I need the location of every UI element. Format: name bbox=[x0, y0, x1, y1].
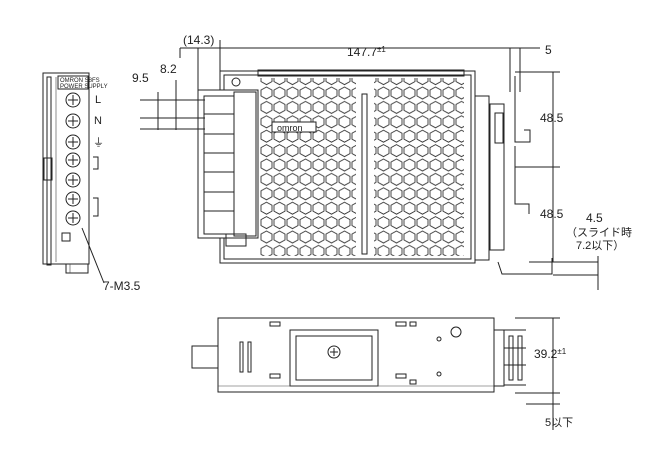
dim-slide-note-1: （スライド時 bbox=[566, 226, 632, 239]
dim-height-upper: 48.5 bbox=[540, 111, 564, 125]
terminal-screw-icon bbox=[65, 134, 81, 150]
dim-bottom-clearance: 5以下 bbox=[545, 417, 573, 429]
front-view: (14.3) 147.7±1 5 omron 9.5 8.2 bbox=[132, 33, 632, 290]
top-view: 39.2±1 5以下 bbox=[191, 317, 573, 430]
overall-length-tol: ±1 bbox=[377, 45, 386, 54]
terminal-screw-icon bbox=[65, 191, 81, 207]
terminal-screw-icon bbox=[65, 152, 81, 168]
terminal-screw-icon bbox=[65, 172, 81, 188]
vent-grille-right bbox=[374, 78, 464, 256]
side-view: OMRON S8FS POWER SUPPLY L N ⏚ 7-M3.5 bbox=[42, 72, 141, 293]
side-header-line1: OMRON S8FS bbox=[60, 78, 100, 84]
dim-top-ref: (14.3) bbox=[183, 33, 214, 47]
bottom-height-value: 39.2 bbox=[534, 347, 558, 361]
dim-bottom-height: 39.2±1 bbox=[534, 347, 567, 361]
terminal-screw-icon bbox=[65, 210, 81, 226]
bottom-height-tol: ±1 bbox=[557, 347, 566, 356]
terminal-label-ground: ⏚ bbox=[93, 136, 104, 149]
dim-pitch-a: 9.5 bbox=[132, 71, 149, 85]
dim-height-lower: 48.5 bbox=[540, 207, 564, 221]
dim-slide-note-2: 7.2以下） bbox=[576, 239, 624, 252]
terminal-label-l: L bbox=[95, 94, 101, 106]
terminal-screw-icon bbox=[65, 92, 81, 108]
side-header-line2: POWER SUPPLY bbox=[60, 84, 108, 90]
dim-overall-length: 147.7±1 bbox=[347, 45, 386, 59]
dim-rail-offset: 5 bbox=[545, 43, 552, 57]
dim-slide-value: 4.5 bbox=[586, 211, 603, 225]
terminal-screw-icon bbox=[65, 113, 81, 129]
logo-text: omron bbox=[277, 123, 303, 133]
terminal-label-n: N bbox=[94, 115, 102, 127]
overall-length-value: 147.7 bbox=[347, 45, 377, 59]
terminal-screws bbox=[65, 92, 81, 226]
terminal-screw-spec: 7-M3.5 bbox=[103, 279, 141, 293]
vent-grille-left bbox=[260, 78, 356, 256]
dim-pitch-b: 8.2 bbox=[160, 62, 177, 76]
